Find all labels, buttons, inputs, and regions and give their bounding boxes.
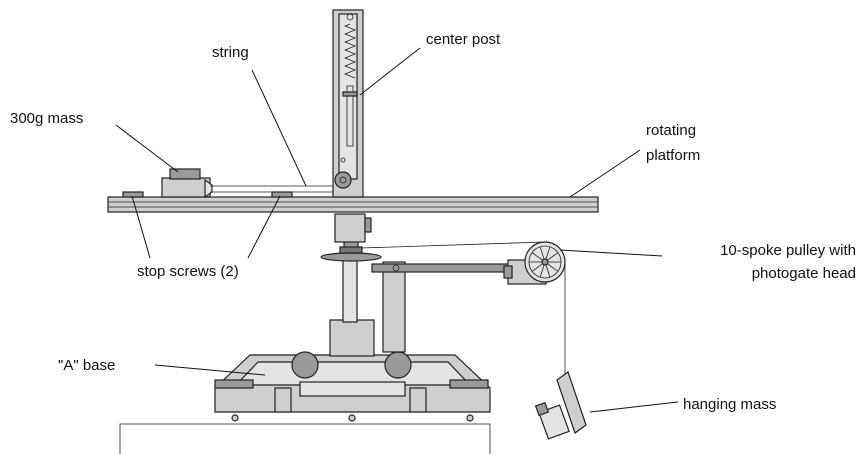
label-center-post: center post (426, 31, 501, 48)
label-pulley-2: photogate head (752, 265, 856, 282)
label-300g-mass: 300g mass (10, 110, 83, 127)
string-path (360, 241, 566, 380)
label-pulley-1: 10-spoke pulley with (720, 242, 856, 259)
support-column (320, 213, 382, 357)
mass-300g (161, 168, 213, 199)
leader-platform (569, 149, 641, 198)
labels: string center post 300g mass rotating pl… (10, 31, 856, 413)
leader-lines (115, 47, 679, 413)
ten-spoke-pulley (524, 241, 566, 283)
base-roller-right (384, 351, 412, 379)
center-post-spring (343, 23, 357, 79)
a-base (214, 351, 491, 422)
label-a-base: "A" base (58, 357, 115, 374)
center-post-assembly (332, 9, 364, 198)
leader-center-post (359, 47, 421, 96)
leader-mass (115, 124, 179, 173)
label-string: string (212, 44, 249, 61)
label-stop-screws: stop screws (2) (137, 263, 239, 280)
leader-pulley (559, 249, 663, 257)
label-rotating-platform-1: rotating (646, 122, 696, 139)
leader-hanging-mass (589, 401, 679, 413)
leader-string (251, 69, 307, 187)
base-roller-left (291, 351, 319, 379)
label-hanging-mass: hanging mass (683, 396, 776, 413)
leader-a-base (154, 364, 266, 376)
table-bench (119, 423, 491, 454)
hanging-mass (534, 371, 587, 440)
label-rotating-platform-2: platform (646, 147, 700, 164)
rotating-platform (107, 196, 599, 213)
pulley-bracket (371, 259, 547, 353)
leader-stop-screw-left (131, 195, 151, 259)
leader-stop-screw-right (247, 195, 281, 259)
platform-string (210, 185, 336, 193)
